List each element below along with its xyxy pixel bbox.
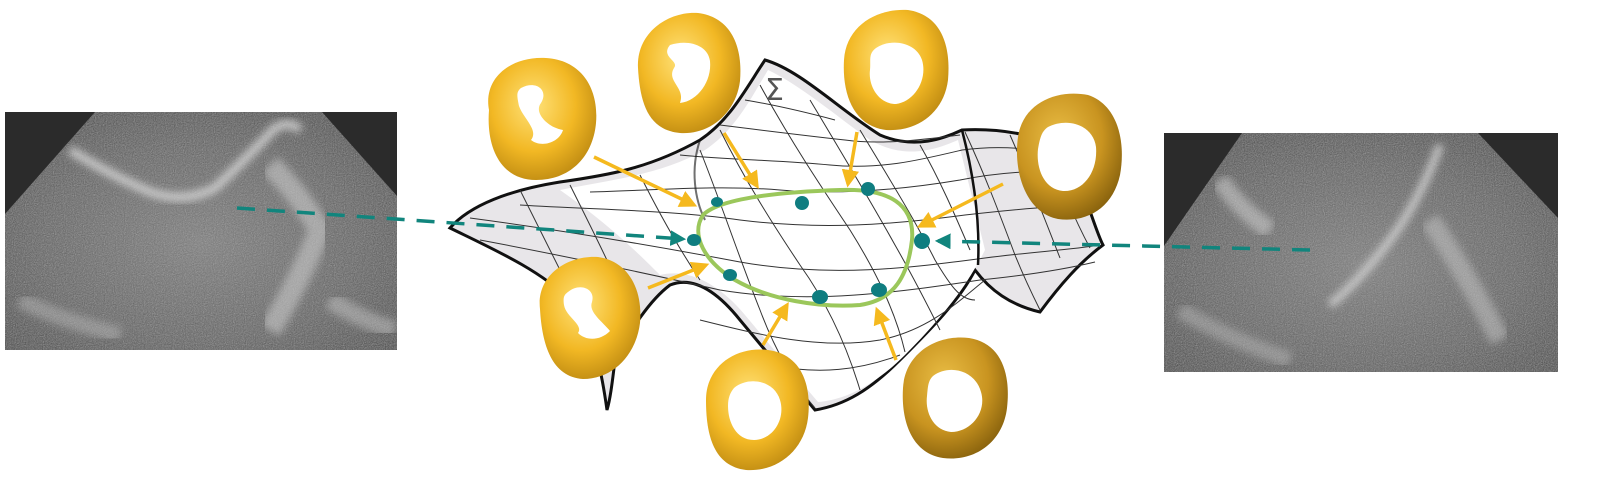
shape-renderings <box>488 9 1122 471</box>
sample-point <box>723 269 737 281</box>
shape-arrow <box>841 131 860 188</box>
projection-arrows <box>236 206 1311 252</box>
sample-points <box>687 182 930 304</box>
shape-arrow <box>593 155 698 207</box>
sample-point <box>914 233 930 249</box>
sample-point <box>687 234 701 246</box>
sample-point <box>871 283 887 297</box>
shape-ring <box>706 349 809 471</box>
shape-ring <box>637 12 741 134</box>
shape-arrow <box>761 301 789 346</box>
sigma-label: Σ <box>765 73 784 108</box>
shape-arrow <box>647 262 710 290</box>
shape-ring <box>539 256 641 379</box>
shape-arrows <box>593 131 1004 361</box>
shape-ring <box>902 337 1008 459</box>
shape-arrow <box>873 306 898 361</box>
shape-ring <box>1016 93 1122 220</box>
sample-point <box>812 290 828 304</box>
sample-point <box>711 197 723 207</box>
right-ultrasound-image <box>1164 133 1558 372</box>
sample-point <box>861 182 875 196</box>
shape-arrow <box>916 182 1004 228</box>
shape-arrow <box>722 132 759 189</box>
shape-ring <box>843 9 949 131</box>
sample-point <box>795 196 809 210</box>
left-projection-arrow <box>236 206 687 246</box>
shape-ring <box>488 57 597 180</box>
left-ultrasound-image <box>5 112 397 350</box>
right-projection-arrow <box>934 233 1311 252</box>
trajectory-loop <box>696 187 915 308</box>
